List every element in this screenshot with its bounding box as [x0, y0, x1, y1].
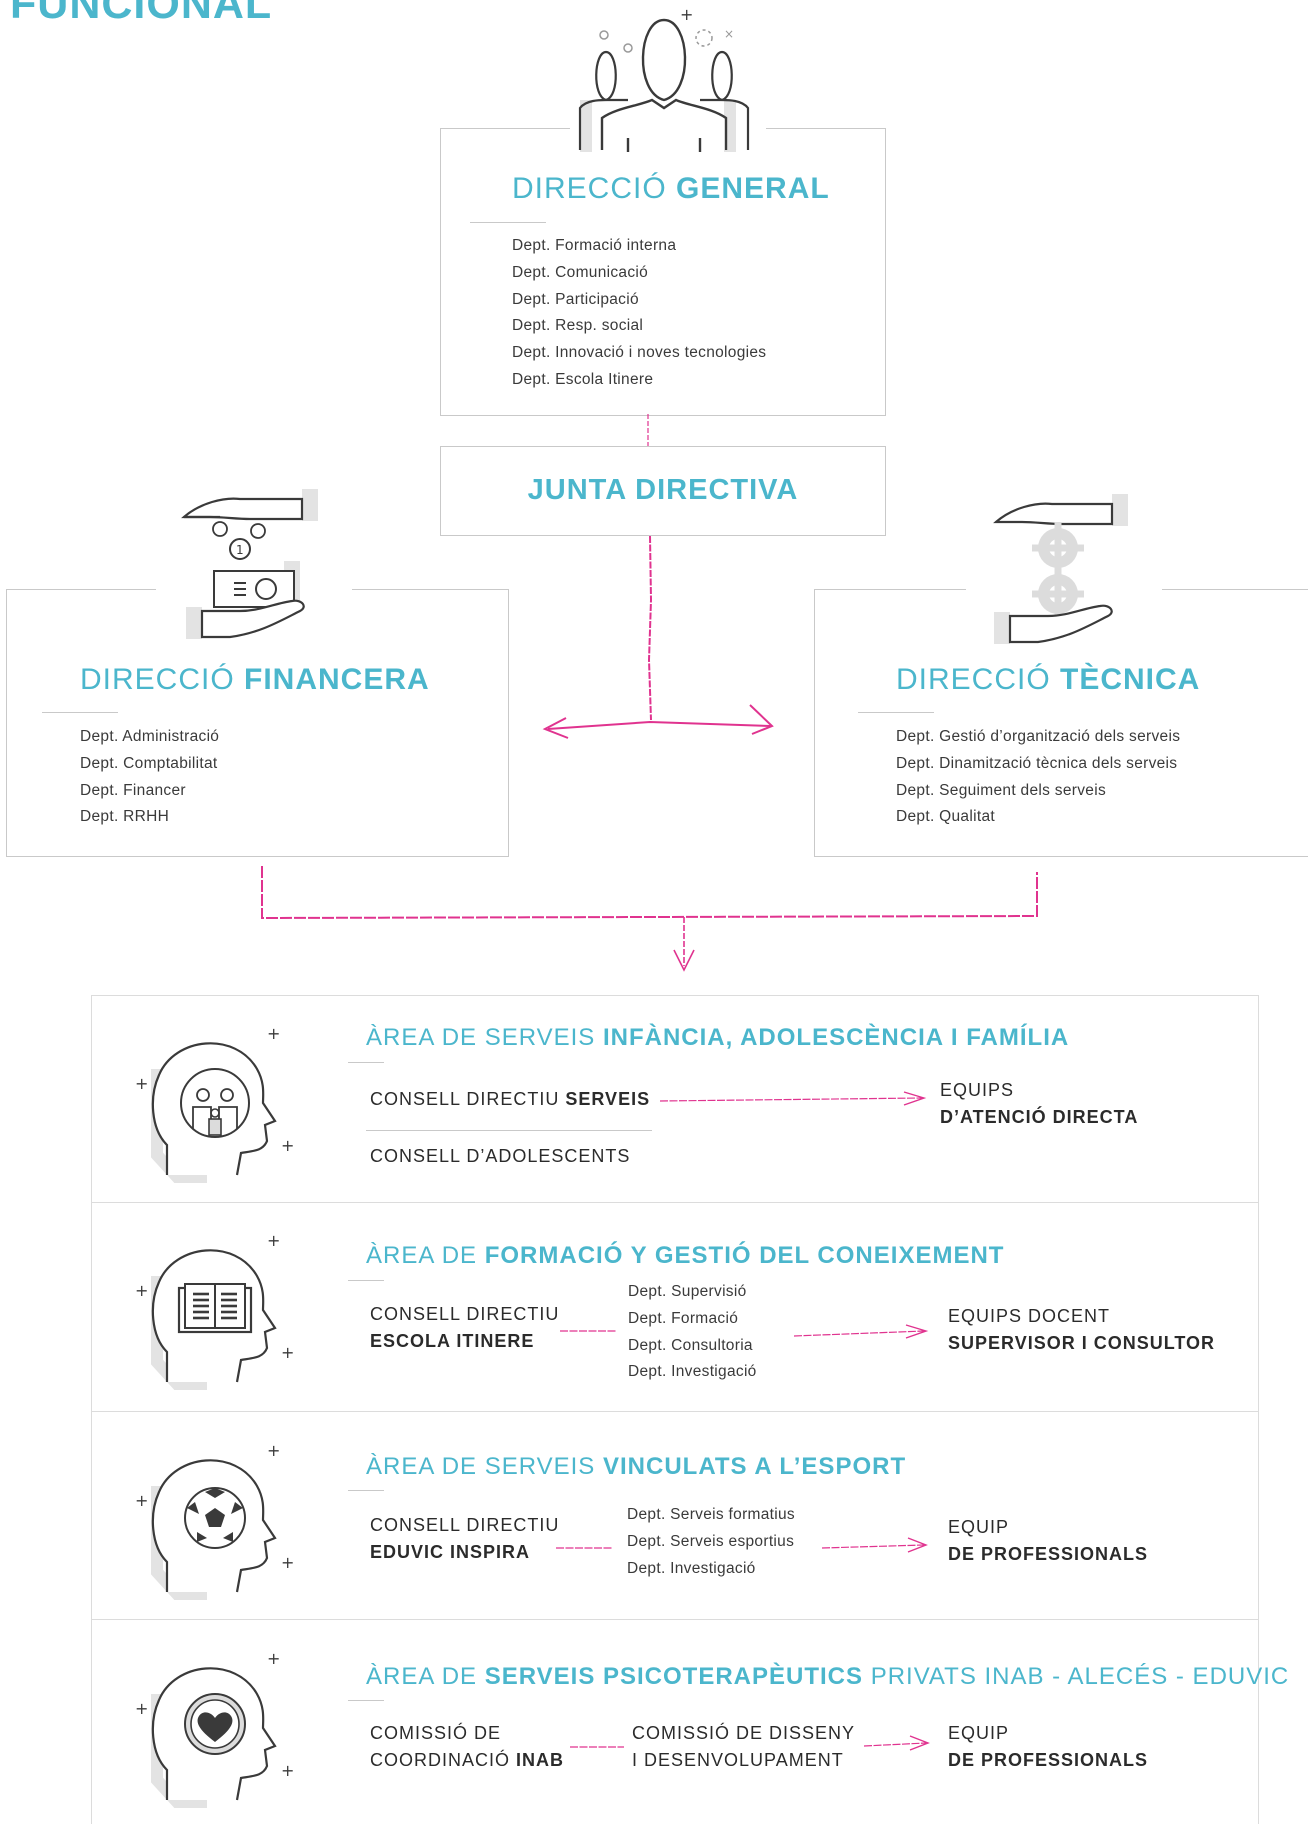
area-psicoterapeutics-title: ÀREA DE SERVEIS PSICOTERAPÈUTICS PRIVATS… — [366, 1663, 1290, 1690]
page-title: FUNCIONAL — [10, 0, 273, 28]
junta-directiva-title: JUNTA DIRECTIVA — [527, 474, 799, 506]
formacio-depts: Dept. Supervisió Dept. Formació Dept. Co… — [628, 1279, 757, 1386]
area-psicoterapeutics-box — [91, 1619, 1259, 1824]
direccio-general-box — [440, 128, 886, 416]
area-infancia-box — [91, 995, 1259, 1202]
arrow-connector — [560, 1330, 616, 1332]
junta-directiva-box — [440, 446, 886, 536]
direccio-tecnica-depts: Dept. Gestió d’organització dels serveis… — [896, 724, 1180, 831]
svg-text:+: + — [135, 1491, 148, 1510]
dept-item: Dept. Dinamització tècnica dels serveis — [896, 754, 1178, 772]
area-formacio-title: ÀREA DE FORMACIÓ Y GESTIÓ DEL CONEIXEMEN… — [366, 1242, 1005, 1269]
connector-line — [647, 414, 649, 448]
svg-text:+: + — [135, 1074, 148, 1093]
dept-item: Dept. Investigació — [628, 1363, 757, 1381]
area-formacio-box — [91, 1202, 1259, 1411]
arrow-connector — [659, 1091, 927, 1106]
area-esport-box — [91, 1411, 1259, 1619]
direccio-general-depts: Dept. Formació interna Dept. Comunicació… — [512, 233, 766, 394]
dept-item: Dept. Participació — [512, 290, 639, 308]
dept-item: Dept. Comunicació — [512, 263, 649, 281]
dept-item: Dept. Supervisió — [628, 1283, 747, 1300]
svg-text:+: + — [281, 1761, 294, 1780]
area-esport-title: ÀREA DE SERVEIS VINCULATS A L’ESPORT — [366, 1453, 907, 1480]
arrow-connector — [570, 1746, 624, 1748]
consell-directiu-serveis: CONSELL DIRECTIU SERVEIS — [370, 1089, 651, 1109]
svg-text:1: 1 — [236, 543, 244, 557]
hand-gears-icon — [993, 494, 1128, 644]
svg-text:+: + — [135, 1699, 148, 1718]
hand-money-icon: 1 — [181, 489, 318, 639]
area-infancia-title: ÀREA DE SERVEIS INFÀNCIA, ADOLESCÈNCIA I… — [366, 1024, 1070, 1051]
svg-text:+: + — [680, 5, 693, 24]
svg-text:×: × — [724, 27, 734, 41]
direccio-general-title: DIRECCIÓ GENERAL — [512, 172, 830, 205]
dept-item: Dept. Formació — [628, 1309, 739, 1327]
svg-text:+: + — [281, 1553, 294, 1572]
dept-item: Dept. Administració — [80, 728, 220, 745]
dept-item: Dept. Qualitat — [896, 808, 995, 826]
svg-text:+: + — [267, 1024, 280, 1043]
svg-text:+: + — [135, 1281, 148, 1300]
svg-text:+: + — [267, 1441, 280, 1460]
dept-item: Dept. Consultoria — [628, 1336, 753, 1354]
svg-text:+: + — [267, 1649, 280, 1668]
arrow-connector — [793, 1324, 929, 1339]
head-family-icon: + + + — [135, 1024, 294, 1183]
consell-adolescents: CONSELL D’ADOLESCENTS — [370, 1146, 631, 1166]
head-football-icon: + + + — [135, 1441, 294, 1600]
direccio-financera-title: DIRECCIÓ FINANCERA — [80, 663, 430, 696]
direccio-financera-depts: Dept. Administració Dept. Comptabilitat … — [80, 724, 219, 831]
head-book-icon: + + + — [135, 1231, 294, 1390]
dept-item: Dept. Resp. social — [512, 317, 644, 335]
head-heart-icon: + + + — [135, 1649, 294, 1808]
dept-item: Dept. Serveis formatius — [627, 1506, 795, 1523]
esport-depts: Dept. Serveis formatius Dept. Serveis es… — [627, 1502, 795, 1582]
dept-item: Dept. RRHH — [80, 808, 170, 826]
dept-item: Dept. Gestió d’organització dels serveis — [896, 728, 1181, 745]
dept-item: Dept. Innovació i noves tecnologies — [512, 344, 767, 362]
dept-item: Dept. Escola Itinere — [512, 370, 654, 388]
direccio-financera-box — [6, 589, 509, 857]
junta-arrows — [542, 535, 774, 739]
team-people-icon: + × — [578, 5, 750, 152]
svg-text:+: + — [281, 1343, 294, 1362]
dept-item: Dept. Financer — [80, 781, 186, 799]
svg-text:+: + — [281, 1136, 294, 1155]
svg-text:+: + — [267, 1231, 280, 1250]
bracket-connector — [261, 866, 1038, 972]
dept-item: Dept. Serveis esportius — [627, 1532, 795, 1550]
dept-item: Dept. Seguiment dels serveis — [896, 781, 1106, 799]
arrow-connector — [863, 1735, 930, 1751]
dept-item: Dept. Formació interna — [512, 237, 677, 254]
direccio-tecnica-title: DIRECCIÓ TÈCNICA — [896, 663, 1201, 696]
arrow-connector — [556, 1547, 612, 1549]
dept-item: Dept. Comptabilitat — [80, 754, 218, 772]
arrow-connector — [821, 1537, 928, 1553]
dept-item: Dept. Investigació — [627, 1559, 756, 1577]
